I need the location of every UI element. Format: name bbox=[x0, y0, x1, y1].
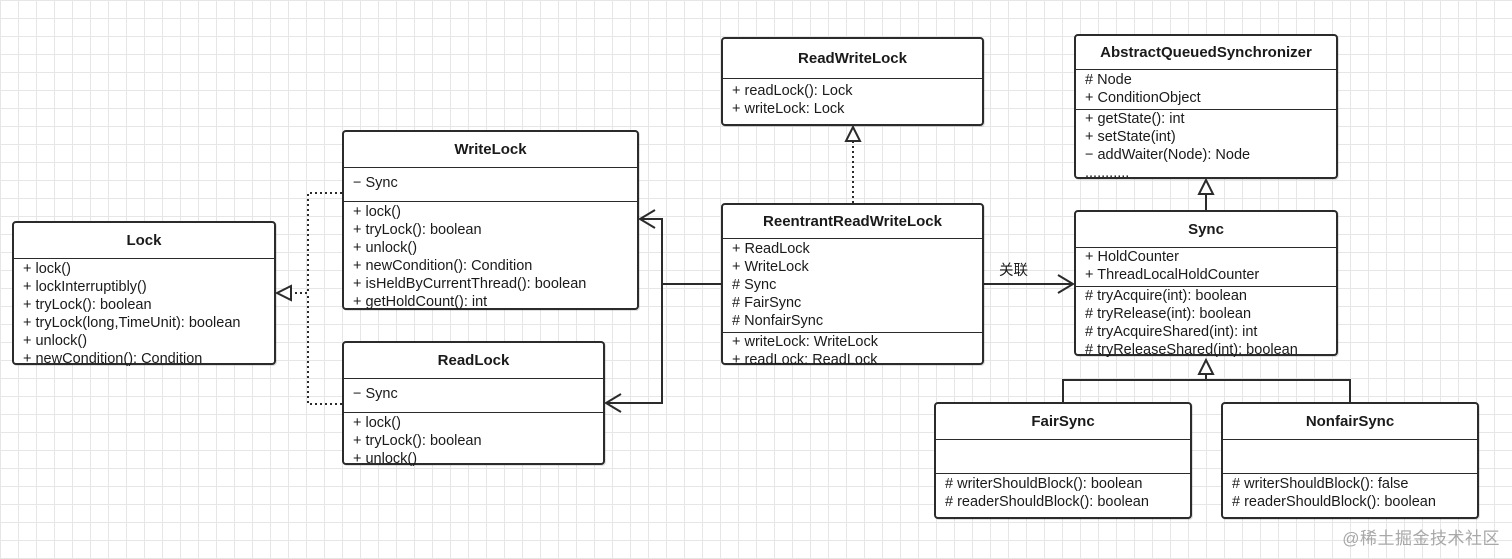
method: # writerShouldBlock(): false bbox=[1232, 476, 1409, 492]
method: + writeLock: WriteLock bbox=[732, 334, 878, 350]
method: + lock() bbox=[23, 261, 71, 277]
class-fairsync[interactable]: FairSync # writerShouldBlock(): boolean … bbox=[934, 402, 1192, 519]
methods-section: # tryAcquire(int): boolean # tryRelease(… bbox=[1076, 286, 1336, 361]
fields-section: + ReadLock + WriteLock # Sync # FairSync… bbox=[723, 239, 982, 332]
class-name: ReadWriteLock bbox=[723, 39, 982, 79]
method: + writeLock: Lock bbox=[732, 101, 845, 117]
field: # FairSync bbox=[732, 295, 802, 311]
open-arrowhead-sync bbox=[1057, 274, 1075, 294]
field: + ThreadLocalHoldCounter bbox=[1085, 267, 1260, 283]
methods-section: # writerShouldBlock(): boolean # readerS… bbox=[936, 473, 1190, 513]
class-name: ReadLock bbox=[344, 343, 603, 379]
watermark: @稀土掘金技术社区 bbox=[1342, 529, 1500, 548]
class-name: Sync bbox=[1076, 212, 1336, 248]
hollow-arrowhead-lock bbox=[274, 284, 292, 302]
methods-section: + writeLock: WriteLock + readLock: ReadL… bbox=[723, 332, 982, 371]
method: # tryRelease(int): boolean bbox=[1085, 306, 1252, 322]
field: + WriteLock bbox=[732, 259, 809, 275]
methods-section: # writerShouldBlock(): false # readerSho… bbox=[1223, 473, 1477, 513]
realization-writelock-to-lock bbox=[291, 192, 342, 294]
class-name: FairSync bbox=[936, 404, 1190, 440]
fields-section bbox=[1223, 440, 1477, 473]
method: + tryLock(long,TimeUnit): boolean bbox=[23, 315, 241, 331]
methods-section: + lock() + tryLock(): boolean + unlock()… bbox=[344, 201, 637, 313]
class-readlock[interactable]: ReadLock − Sync + lock() + tryLock(): bo… bbox=[342, 341, 605, 467]
method: + newCondition(): Condition bbox=[23, 351, 203, 367]
method: # tryReleaseShared(int): boolean bbox=[1085, 342, 1298, 358]
method: + readLock(): Lock bbox=[732, 83, 853, 99]
class-name: NonfairSync bbox=[1223, 404, 1477, 440]
class-name: Lock bbox=[14, 223, 274, 259]
methods-section: + readLock(): Lock + writeLock: Lock bbox=[723, 79, 982, 120]
method: − addWaiter(Node): Node bbox=[1085, 147, 1251, 163]
method: + newCondition(): Condition bbox=[353, 258, 533, 274]
method: + tryLock(): boolean bbox=[23, 297, 152, 313]
class-writelock[interactable]: WriteLock − Sync + lock() + tryLock(): b… bbox=[342, 130, 639, 310]
field: − Sync bbox=[353, 386, 398, 402]
class-lock[interactable]: Lock + lock() + lockInterruptibly() + tr… bbox=[12, 221, 276, 367]
method: + getState(): int bbox=[1085, 111, 1185, 127]
class-nonfairsync[interactable]: NonfairSync # writerShouldBlock(): false… bbox=[1221, 402, 1479, 519]
field: + ReadLock bbox=[732, 241, 810, 257]
edge-rrwl-to-writelock bbox=[640, 218, 722, 285]
methods-section: + getState(): int + setState(int) − addW… bbox=[1076, 109, 1336, 184]
method: + tryLock(): boolean bbox=[353, 222, 482, 238]
method: # tryAcquire(int): boolean bbox=[1085, 288, 1247, 304]
method: + getHoldCount(): int bbox=[353, 294, 488, 310]
open-arrowhead-readlock bbox=[604, 393, 622, 413]
class-sync[interactable]: Sync + HoldCounter + ThreadLocalHoldCoun… bbox=[1074, 210, 1338, 358]
fields-section: + HoldCounter + ThreadLocalHoldCounter bbox=[1076, 248, 1336, 286]
method: + unlock() bbox=[23, 333, 88, 349]
method: # readerShouldBlock(): boolean bbox=[945, 494, 1149, 510]
method: + tryLock(): boolean bbox=[353, 433, 482, 449]
field: − Sync bbox=[353, 175, 398, 191]
method: + readLock: ReadLock bbox=[732, 352, 878, 368]
realization-readlock-to-lock bbox=[307, 293, 342, 405]
class-name: ReentrantReadWriteLock bbox=[723, 205, 982, 239]
field: # Node bbox=[1085, 72, 1132, 88]
fields-section bbox=[936, 440, 1190, 473]
hollow-arrowhead-sync bbox=[1197, 357, 1215, 375]
class-readwritelock[interactable]: ReadWriteLock + readLock(): Lock + write… bbox=[721, 37, 984, 126]
association-label: 关联 bbox=[999, 263, 1028, 279]
method: + lock() bbox=[353, 415, 401, 431]
fields-section: # Node + ConditionObject bbox=[1076, 70, 1336, 109]
class-reentrantreadwritelock[interactable]: ReentrantReadWriteLock + ReadLock + Writ… bbox=[721, 203, 984, 368]
methods-section: + lock() + tryLock(): boolean + unlock() bbox=[344, 412, 603, 470]
method: + isHeldByCurrentThread(): boolean bbox=[353, 276, 587, 292]
method: + lockInterruptibly() bbox=[23, 279, 147, 295]
inheritance-fairsync-to-sync bbox=[1062, 379, 1351, 402]
method: + setState(int) bbox=[1085, 129, 1176, 145]
fields-section: − Sync bbox=[344, 379, 603, 412]
open-arrowhead-writelock bbox=[638, 209, 656, 229]
method: + unlock() bbox=[353, 451, 418, 467]
fields-section: − Sync bbox=[344, 168, 637, 201]
field: + ConditionObject bbox=[1085, 90, 1201, 106]
method: ........... bbox=[1085, 165, 1130, 181]
method: + unlock() bbox=[353, 240, 418, 256]
field: + HoldCounter bbox=[1085, 249, 1179, 265]
class-name: WriteLock bbox=[344, 132, 637, 168]
field: # NonfairSync bbox=[732, 313, 824, 329]
field: # Sync bbox=[732, 277, 777, 293]
class-name: AbstractQueuedSynchronizer bbox=[1076, 36, 1336, 70]
methods-section: + lock() + lockInterruptibly() + tryLock… bbox=[14, 259, 274, 370]
method: # tryAcquireShared(int): int bbox=[1085, 324, 1258, 340]
method: # writerShouldBlock(): boolean bbox=[945, 476, 1143, 492]
hollow-arrowhead-readwritelock bbox=[844, 124, 862, 142]
class-abstractqueuedsynchronizer[interactable]: AbstractQueuedSynchronizer # Node + Cond… bbox=[1074, 34, 1338, 181]
method: # readerShouldBlock(): boolean bbox=[1232, 494, 1436, 510]
method: + lock() bbox=[353, 204, 401, 220]
